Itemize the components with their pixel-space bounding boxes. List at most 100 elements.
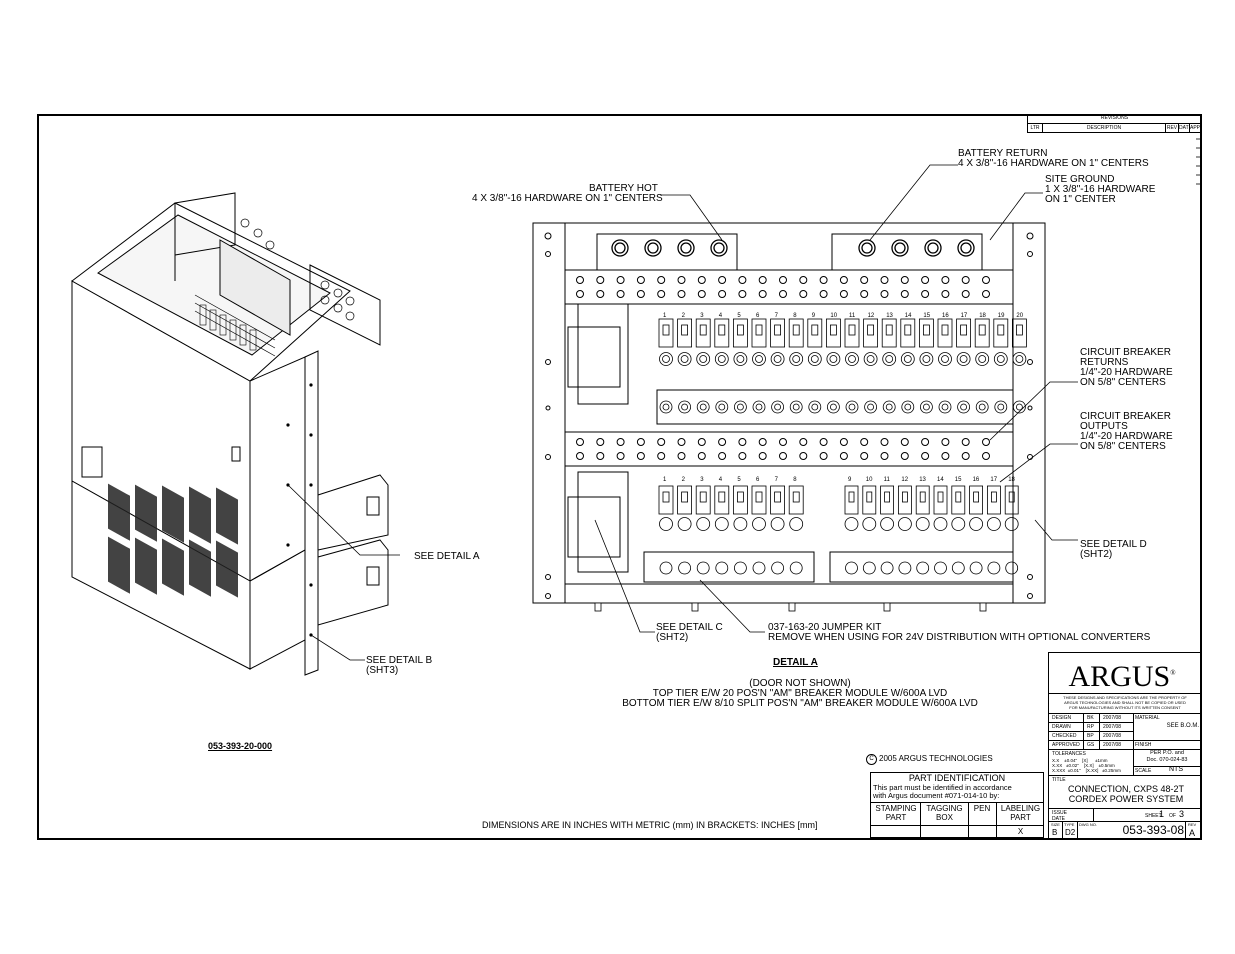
- breaker-handle: [973, 491, 980, 503]
- rail-hole: [576, 452, 584, 460]
- rail-hole: [860, 438, 869, 446]
- breaker-output-terminal: [956, 352, 971, 366]
- rail-hole: [616, 290, 625, 298]
- breaker-number-top: 6: [756, 313, 760, 319]
- rail-hole: [941, 438, 950, 446]
- notice-1: THESE DESIGNS AND SPECIFICATIONS ARE THE…: [1063, 695, 1187, 700]
- breaker-output-terminal: [845, 352, 859, 366]
- rail-hole: [718, 276, 727, 284]
- checked-who: BP: [1087, 733, 1094, 739]
- breaker-number-bottom: 10: [866, 477, 873, 483]
- rail-hole: [921, 452, 930, 460]
- rail-hole: [961, 438, 970, 446]
- breaker-return-terminal-inner: [960, 403, 968, 411]
- rail-hole: [819, 438, 828, 446]
- breaker-module: [880, 485, 895, 515]
- sheet-of-label: OF: [1169, 813, 1176, 819]
- breaker-output-terminal: [733, 352, 748, 366]
- breaker-output-terminal: [770, 352, 785, 366]
- rail-hole: [779, 290, 787, 298]
- rail-hole: [900, 452, 909, 460]
- breaker-handle: [1008, 491, 1015, 503]
- see-detail-d-label: SEE DETAIL D: [1080, 539, 1147, 550]
- rail-hole: [596, 276, 605, 284]
- battery-terminal-stud-inner: [894, 242, 906, 254]
- rail-hole: [799, 438, 808, 446]
- battery-terminal-stud: [924, 239, 942, 257]
- cb-returns-label-1: CIRCUIT BREAKER: [1080, 347, 1171, 358]
- material-value: SEE B.O.M.: [1166, 723, 1199, 729]
- rail-hole: [860, 290, 869, 298]
- breaker-module: [825, 318, 841, 348]
- breaker-output-terminal: [993, 352, 1008, 366]
- breaker-output-terminal-inner: [941, 355, 949, 363]
- rail-hole: [697, 438, 706, 446]
- breaker-number-top: 17: [961, 313, 968, 319]
- breaker-number-top: 20: [1016, 313, 1023, 319]
- notice-3: FOR MANUFACTURING WITHOUT ITS WRITTEN CO…: [1069, 705, 1181, 710]
- breaker-number-top: 5: [737, 313, 741, 319]
- breaker-module: [986, 485, 1001, 515]
- rail-hole: [596, 452, 605, 460]
- breaker-output-terminal: [897, 517, 912, 531]
- breaker-handle: [884, 491, 891, 503]
- rail-hole: [880, 452, 889, 460]
- breaker-handle: [662, 324, 670, 336]
- breaker-number-bottom: 8: [793, 477, 797, 483]
- breaker-handle: [718, 324, 726, 336]
- rail-hole: [779, 438, 787, 446]
- breaker-handle: [978, 324, 986, 336]
- breaker-handle: [922, 324, 930, 336]
- rail-hole: [718, 290, 727, 298]
- rev-value: A: [1189, 828, 1196, 838]
- cb-returns-label-2: RETURNS: [1080, 357, 1129, 368]
- breaker-number-bottom: 14: [937, 477, 944, 483]
- breaker-number-bottom: 15: [955, 477, 962, 483]
- breaker-module: [863, 318, 879, 348]
- breaker-number-bottom: 17: [990, 477, 997, 483]
- breaker-return-terminal-inner: [718, 403, 726, 411]
- dwg-label: DWG NO.: [1079, 822, 1097, 827]
- breaker-return-terminal: [826, 400, 840, 414]
- breaker-number-bottom: 3: [700, 477, 704, 483]
- rail-hole: [576, 290, 584, 298]
- cb-outputs-label-4: ON 5/8" CENTERS: [1080, 441, 1166, 452]
- finish-label: FINISH: [1135, 742, 1152, 748]
- rail-hole: [738, 276, 747, 284]
- breaker-output-terminal: [770, 517, 785, 531]
- breaker-number-bottom: 12: [901, 477, 908, 483]
- jumper-kit-label: 037-163-20 JUMPER KIT: [768, 622, 882, 633]
- breaker-number-top: 18: [979, 313, 986, 319]
- breaker-number-bottom: 11: [884, 477, 891, 483]
- breaker-output-terminal: [752, 352, 766, 366]
- breaker-output-terminal-inner: [903, 355, 912, 363]
- battery-terminal-stud: [644, 239, 662, 257]
- breaker-output-terminal-inner: [810, 355, 819, 363]
- breaker-number-bottom: 7: [775, 477, 779, 483]
- breaker-number-top: 8: [793, 313, 797, 319]
- rail-hole: [779, 276, 787, 284]
- rev-label: REV: [1188, 822, 1197, 827]
- rail-hole: [677, 276, 686, 284]
- breaker-return-terminal: [1012, 400, 1026, 414]
- breaker-return-terminal: [898, 561, 912, 575]
- breaker-return-terminal-inner: [978, 403, 986, 411]
- rail-hole: [941, 290, 950, 298]
- rail-hole: [779, 452, 787, 460]
- breaker-return-terminal: [789, 561, 803, 575]
- detail-a-desc-2: TOP TIER E/W 20 POS'N "AM" BREAKER MODUL…: [652, 688, 948, 699]
- scale-label: SCALE: [1135, 768, 1152, 774]
- rail-hole: [839, 290, 848, 298]
- breaker-number-top: 15: [923, 313, 930, 319]
- labeling-part-header: LABELING PART: [1000, 804, 1041, 822]
- breaker-number-top: 2: [682, 313, 686, 319]
- battery-terminal-stud: [858, 239, 876, 257]
- breaker-output-terminal: [844, 517, 859, 531]
- rail-hole: [758, 452, 767, 460]
- breaker-return-terminal: [771, 400, 785, 414]
- breaker-handle: [774, 324, 782, 336]
- part-id-desc-1: This part must be identified in accordan…: [873, 783, 1012, 792]
- breaker-module: [937, 318, 953, 348]
- breaker-module: [862, 485, 877, 515]
